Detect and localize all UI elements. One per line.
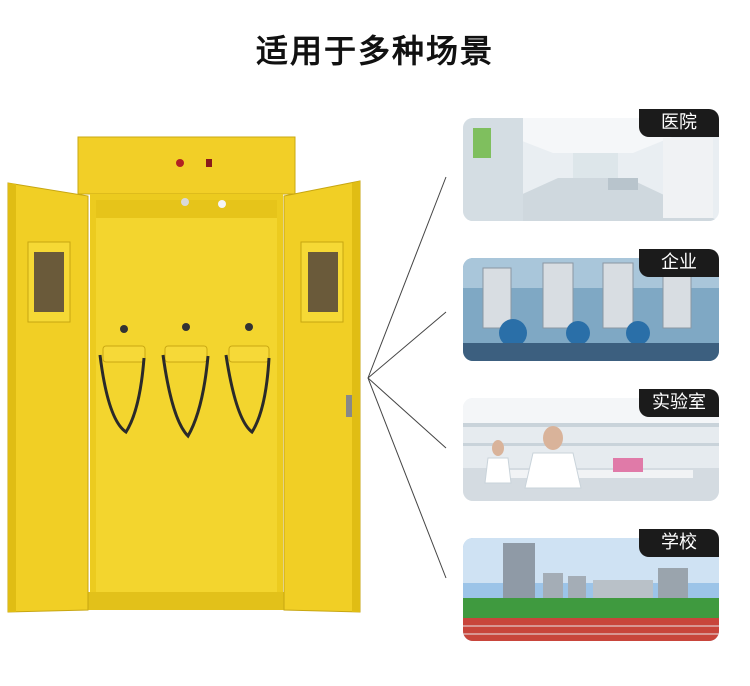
scene-label-school: 学校 xyxy=(639,529,719,557)
scene-label-enterprise: 企业 xyxy=(639,249,719,277)
scene-label-hospital: 医院 xyxy=(639,109,719,137)
scene-laboratory: 实验室 xyxy=(463,389,719,501)
page-title: 适用于多种场景 xyxy=(255,32,494,70)
school-campus-image xyxy=(463,538,719,641)
scene-enterprise: 企业 xyxy=(463,249,719,361)
scene-school: 学校 xyxy=(463,529,719,641)
factory-equipment-image xyxy=(463,258,719,361)
scene-hospital: 医院 xyxy=(463,109,719,221)
scene-label-laboratory: 实验室 xyxy=(639,389,719,417)
